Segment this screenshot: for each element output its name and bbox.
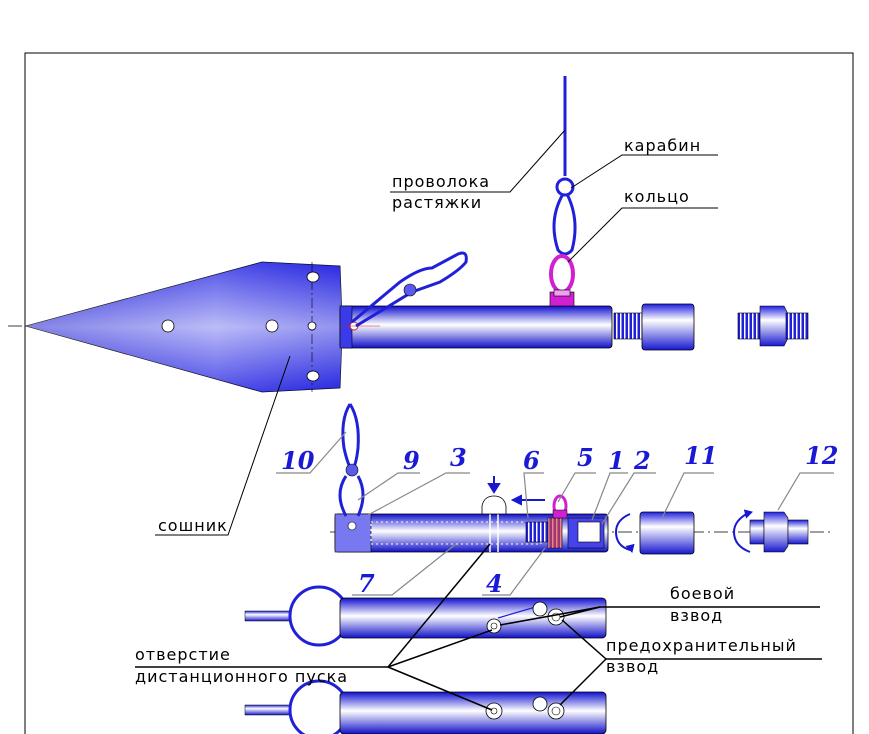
part-number-7: 7: [358, 569, 375, 598]
drawing-frame: [24, 52, 854, 734]
ring-icon: [549, 254, 575, 294]
part-12-adapter: [732, 509, 809, 553]
part-number-1: 1: [608, 446, 625, 475]
coulter-hole: [306, 370, 320, 382]
bottom-view-safety: [244, 679, 607, 734]
leader-lines: [155, 129, 718, 536]
part-number-9: 9: [403, 446, 420, 475]
detonator-adapter: [737, 305, 809, 347]
coulter-blade: [24, 261, 343, 393]
label-combat-1: боевой: [670, 584, 735, 603]
coulter-hole: [306, 271, 320, 283]
fuze-body-section: [334, 513, 609, 553]
carabiner-10: [338, 403, 365, 517]
bottom-view-combat: [244, 585, 607, 647]
label-wire-2: растяжки: [392, 193, 482, 212]
label-safety-2: взвод: [606, 657, 659, 676]
label-hole-1: отверстие: [135, 645, 231, 664]
part-number-2: 2: [633, 446, 651, 475]
coulter-hole: [307, 321, 317, 331]
striker-knob: [481, 495, 507, 515]
callout-lines: [135, 543, 822, 711]
label-safety-1: предохранительный: [606, 636, 797, 655]
small-carabiner: [351, 251, 468, 328]
arrow-left-icon: [510, 494, 545, 506]
part-number-11: 11: [684, 441, 717, 470]
arrow-down-icon: [487, 476, 501, 494]
label-carabiner: карабин: [624, 136, 701, 155]
part-number-4: 4: [486, 569, 503, 598]
label-combat-2: взвод: [670, 606, 723, 625]
middle-assembly: [330, 403, 830, 555]
part-number-12: 12: [805, 441, 838, 470]
label-coulter: сошник: [158, 516, 228, 535]
part-number-10: 10: [281, 446, 315, 475]
part-number-5: 5: [577, 443, 594, 472]
coulter-hole: [265, 319, 279, 333]
carabiner-icon: [552, 177, 577, 256]
spring: [525, 521, 549, 543]
threaded-end: [613, 303, 695, 351]
top-assembly: [8, 76, 809, 393]
label-hole-2: дистанционного пуска: [135, 667, 348, 686]
part-number-3: 3: [450, 443, 467, 472]
label-wire-1: проволока: [392, 172, 490, 191]
part-number-6: 6: [523, 446, 540, 475]
coulter-hole: [161, 319, 175, 333]
part-11-cap: [614, 511, 695, 555]
label-ring: кольцо: [624, 187, 690, 206]
part-leader-lines: [276, 431, 834, 596]
